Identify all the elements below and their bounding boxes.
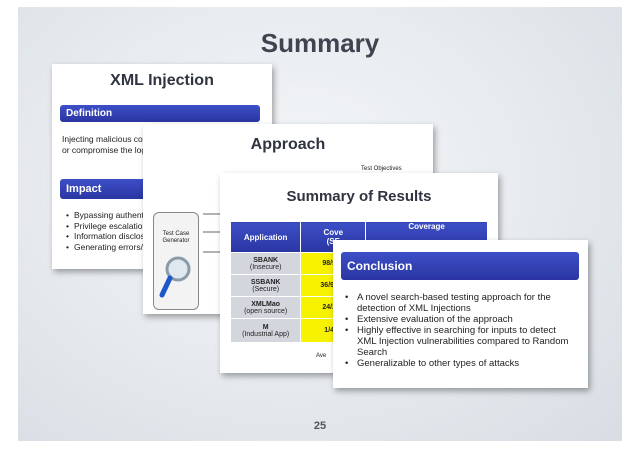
conclusion-item: A novel search-based testing approach fo… bbox=[345, 292, 581, 314]
table-row-app: SBANK(Insecure) bbox=[229, 252, 302, 275]
app-name: M bbox=[262, 323, 269, 331]
app-name: SSBANK bbox=[250, 278, 281, 286]
magnifier-icon bbox=[159, 256, 191, 298]
conclusion-item: Highly effective in searching for inputs… bbox=[345, 325, 581, 358]
definition-line-2: or compromise the logic bbox=[62, 145, 153, 155]
results-footnote: Ave bbox=[316, 353, 327, 359]
card-approach-title: Approach bbox=[250, 136, 326, 153]
conclusion-item: Extensive evaluation of the approach bbox=[345, 314, 581, 325]
card-xml-title: XML Injection bbox=[110, 72, 214, 89]
card-conclusion: Conclusion A novel search-based testing … bbox=[333, 240, 588, 388]
app-sub: (Insecure) bbox=[249, 263, 282, 271]
app-name: SBANK bbox=[253, 256, 279, 264]
conclusion-list: A novel search-based testing approach fo… bbox=[345, 292, 581, 369]
app-name: XMLMao bbox=[251, 300, 281, 308]
impact-item: Privilege escalation bbox=[66, 221, 150, 232]
header-application: Application bbox=[229, 221, 302, 253]
table-row-app: M(Industrial App) bbox=[229, 318, 302, 343]
slide-title: Summary bbox=[260, 28, 380, 58]
header-cove-text: Cove bbox=[323, 228, 344, 237]
impact-item: Bypassing authentic bbox=[66, 210, 150, 221]
definition-heading: Definition bbox=[60, 105, 260, 122]
impact-item: Information disclosu bbox=[66, 231, 150, 242]
app-sub: (Industrial App) bbox=[242, 330, 290, 338]
table-row-app: SSBANK(Secure) bbox=[229, 274, 302, 297]
conclusion-heading: Conclusion bbox=[341, 252, 579, 280]
impact-list: Bypassing authentic Privilege escalation… bbox=[66, 210, 150, 252]
test-objectives-label: Test Objectives bbox=[361, 166, 402, 172]
test-case-generator-box: Test Case Generator bbox=[153, 212, 199, 310]
generator-label: Test Case Generator bbox=[162, 231, 190, 244]
definition-line-1: Injecting malicious cont bbox=[62, 134, 150, 144]
conclusion-item: Generalizable to other types of attacks bbox=[345, 358, 581, 369]
app-sub: (open source) bbox=[244, 307, 288, 315]
table-row-app: XMLMao(open source) bbox=[229, 296, 302, 319]
app-sub: (Secure) bbox=[252, 285, 280, 293]
page-number: 25 bbox=[313, 420, 327, 432]
card-results-title: Summary of Results bbox=[286, 188, 432, 205]
impact-item: Generating errors/s bbox=[66, 242, 150, 253]
